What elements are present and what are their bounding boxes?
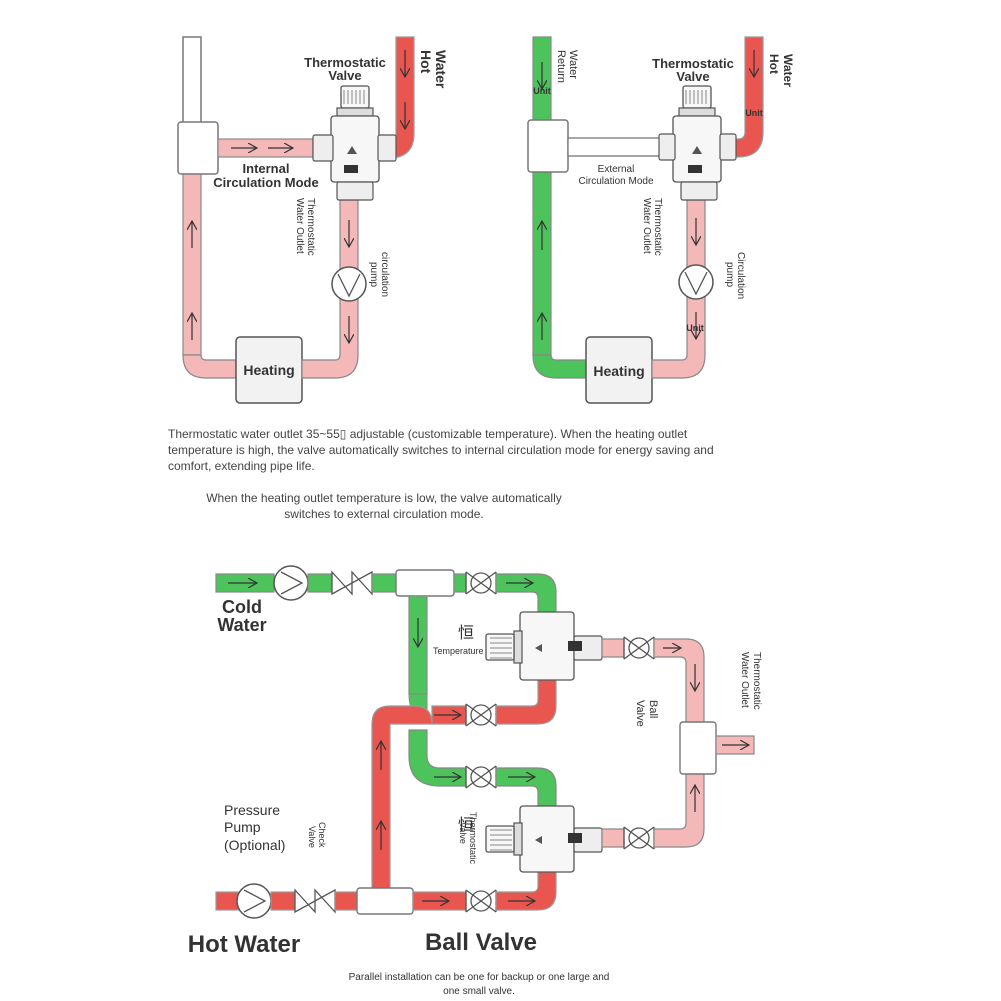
outlet-pipe — [601, 638, 625, 658]
caption-line: switches to external circulation mode. — [284, 507, 483, 521]
cold-water-pipe — [453, 573, 467, 593]
caption-line: When the heating outlet temperature is l… — [206, 491, 562, 505]
tee-fitting — [395, 569, 455, 597]
tee-fitting — [679, 721, 717, 775]
unit-label: Unit — [686, 323, 704, 333]
tee-fitting — [177, 121, 219, 175]
hot-water-pipe — [215, 891, 239, 911]
cold-water-pipe — [495, 767, 557, 807]
cold-water-label: Cold — [222, 597, 262, 617]
ball-valve-label: Ball Valve — [425, 929, 537, 956]
ball-valve-icon — [465, 889, 497, 913]
pump-label: pump — [724, 262, 735, 287]
pressure-pump-label: Pump — [224, 819, 261, 835]
hot-water-pipe — [495, 871, 557, 911]
cold-water-pipe — [371, 573, 397, 593]
parallel-installation-diagram: Cold Water Pressure Pump (Optional) Chec… — [188, 565, 762, 997]
hot-water-pipe — [270, 891, 296, 911]
external-circulation-diagram: Return Water Unit Thermostatic Valve Hot… — [527, 36, 795, 404]
outlet-label: Water Outlet — [294, 198, 305, 254]
valve-char: 恒 — [458, 624, 474, 642]
pink-pipe — [182, 354, 237, 379]
hot-water-pipe — [371, 705, 433, 893]
return-water-label: Water — [567, 50, 579, 79]
hot-water-label: Water — [781, 54, 795, 87]
outlet-label: Water Outlet — [641, 198, 652, 254]
thermostatic-valve-label: Valve — [328, 68, 361, 83]
outlet-pipe — [653, 638, 705, 731]
return-water-label: Return — [555, 50, 567, 83]
hot-water-pipe — [334, 891, 358, 911]
pressure-pump-label: (Optional) — [224, 837, 285, 853]
outlet-label: Water Outlet — [739, 652, 750, 708]
hot-water-label: Hot — [767, 54, 781, 74]
mode-label: Circulation Mode — [578, 176, 653, 187]
ball-valve-icon — [465, 765, 497, 789]
pump-label: pump — [368, 262, 379, 287]
outlet-label: Thermostatic — [652, 198, 663, 256]
check-valve-icon — [294, 888, 336, 914]
heating-label: Heating — [593, 363, 644, 379]
mode-label: Internal — [243, 161, 290, 176]
outlet-pipe — [653, 769, 705, 848]
unit-label: Unit — [745, 108, 763, 118]
mode-label: Circulation Mode — [213, 175, 318, 190]
valve-text: Temperature — [433, 646, 484, 656]
green-pipe — [532, 354, 587, 379]
hot-water-label: Hot Water — [188, 931, 300, 958]
ball-valve-icon — [465, 703, 497, 727]
check-valve-label: Check — [317, 822, 327, 848]
pressure-pump-label: Pressure — [224, 802, 280, 818]
thermostatic-valve — [312, 85, 397, 201]
outlet-label: Thermostatic — [751, 652, 762, 710]
caption-external: When the heating outlet temperature is l… — [206, 491, 562, 521]
circulation-pump-icon — [331, 266, 367, 302]
valve-char: 恒 — [458, 816, 474, 834]
check-valve-label: Valve — [307, 826, 317, 848]
cold-water-label: Water — [217, 615, 266, 635]
footer-note: Parallel installation can be one for bac… — [349, 972, 610, 983]
thermostatic-valve — [658, 85, 737, 201]
ball-valve-label: Ball — [647, 700, 659, 718]
circulation-pump-icon — [678, 264, 714, 300]
mode-label: External — [598, 164, 635, 175]
thermostatic-valve-upper — [485, 611, 603, 681]
thermostatic-valve-lower — [485, 805, 603, 873]
cold-water-pipe — [495, 573, 557, 613]
caption-line: temperature is high, the valve automatic… — [168, 443, 714, 457]
hot-water-label: Water — [433, 50, 449, 89]
thermostatic-valve-label: Valve — [676, 69, 709, 84]
cold-water-pipe — [307, 573, 333, 593]
outlet-label: Thermostatic — [305, 198, 316, 256]
caption-internal: Thermostatic water outlet 35~55▯ adjusta… — [168, 427, 714, 473]
footer-note: one small valve. — [443, 986, 515, 997]
tee-fitting — [356, 887, 414, 915]
caption-line: comfort, extending pipe life. — [168, 459, 315, 473]
thermostatic-valve-label: Thermostatic — [652, 56, 734, 71]
ball-valve-icon — [623, 826, 655, 850]
ball-valve-icon — [623, 636, 655, 660]
tee-fitting — [527, 119, 569, 173]
unit-label: Unit — [533, 86, 551, 96]
caption-line: Thermostatic water outlet 35~55▯ adjusta… — [168, 427, 688, 441]
white-pipe — [182, 36, 202, 130]
pump-label: circulation — [379, 252, 390, 297]
white-pipe — [567, 137, 662, 157]
outlet-pipe — [601, 828, 625, 848]
ball-valve-label: Valve — [634, 700, 646, 727]
pump-label: Circulation — [735, 252, 746, 299]
hot-water-label: Hot — [418, 50, 434, 74]
hot-water-pipe — [495, 679, 557, 725]
valve-text: Valve — [458, 822, 468, 844]
internal-circulation-diagram: Thermostatic Valve Hot Water Internal Ci… — [177, 36, 449, 404]
heating-label: Heating — [243, 362, 294, 378]
check-valve-icon — [331, 570, 373, 596]
valve-text: Thermostatic — [468, 812, 478, 865]
ball-valve-icon — [465, 571, 497, 595]
thermostatic-valve-label: Thermostatic — [304, 55, 386, 70]
